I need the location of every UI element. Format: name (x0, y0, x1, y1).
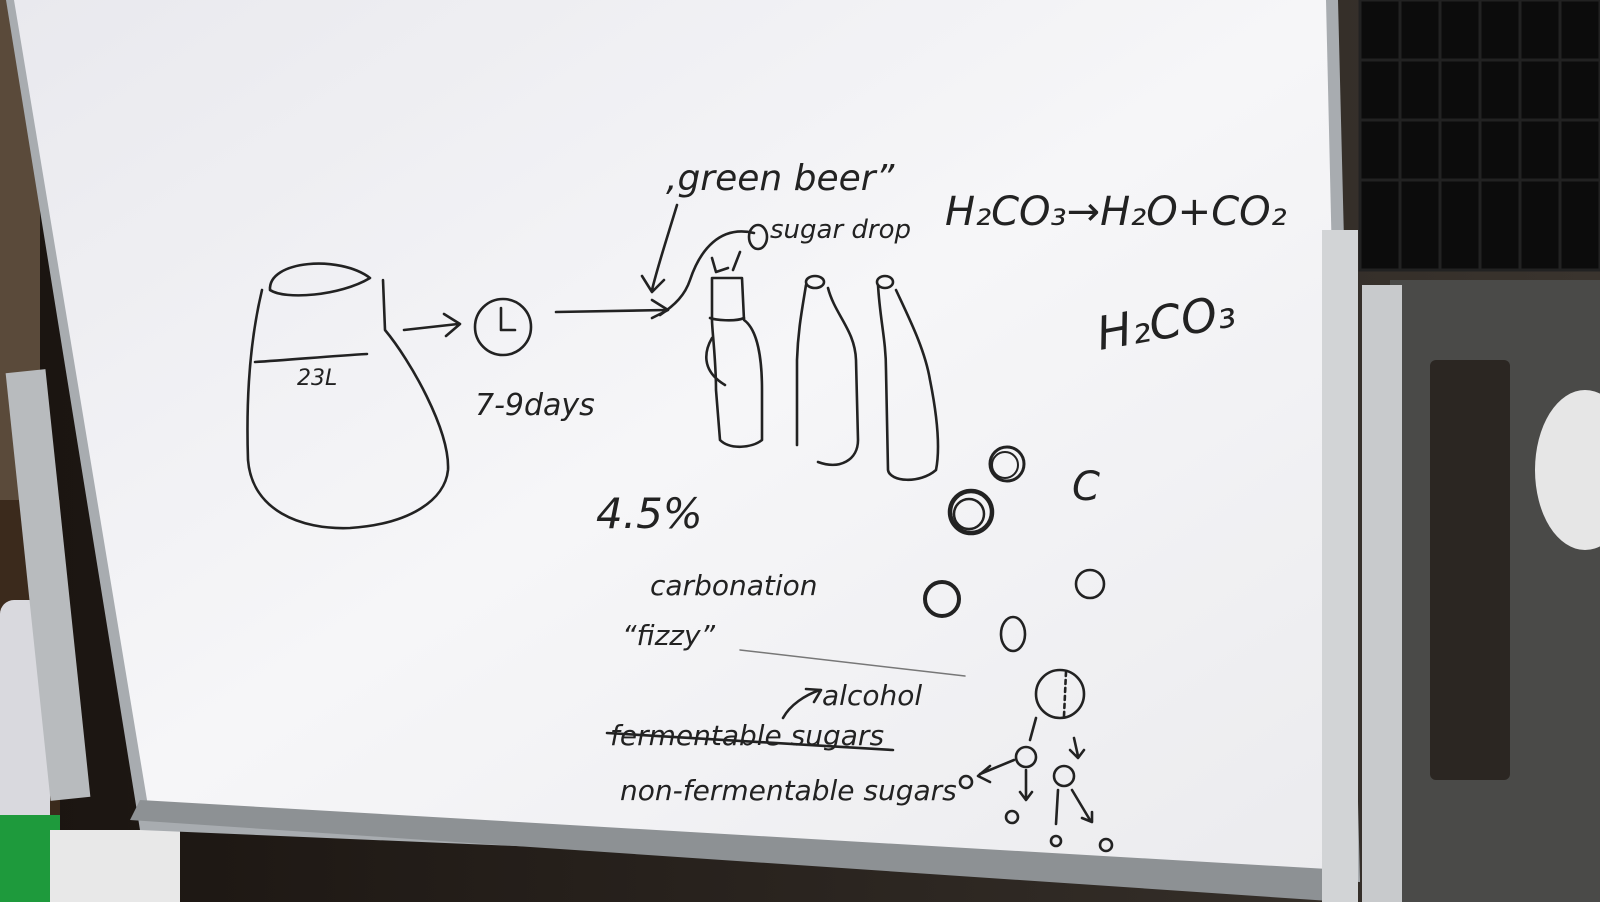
bottle-1-drawing (705, 276, 764, 449)
bottle-2-drawing (795, 274, 860, 467)
fizzy-label: “fizzy” (622, 619, 716, 652)
equation-full: H₂CO₃→H₂O+CO₂ (945, 189, 1287, 235)
board-stand-right-2 (1362, 285, 1402, 902)
strike-through-line (605, 731, 895, 752)
white-box (50, 830, 180, 902)
sugar-drop-label: sugar drop (770, 215, 911, 245)
clock-icon (473, 297, 533, 357)
green-beer-label: ‚green beer” (666, 158, 895, 199)
non-fermentable-sugars-label: non-fermentable sugars (620, 774, 957, 807)
bottle-3-drawing (875, 274, 940, 482)
sugar-drop-arrow (658, 230, 756, 317)
lamp-shade (1535, 390, 1600, 550)
fermenter-volume-label: 23L (297, 366, 337, 391)
board-stand-right (1322, 230, 1358, 902)
arrow-to-timer (402, 312, 462, 338)
divider-line (739, 649, 966, 677)
carbonation-label: carbonation (650, 569, 818, 602)
window-grid (1358, 0, 1600, 272)
timer-duration-label: 7-9days (475, 388, 595, 423)
marker-tray (130, 800, 1345, 902)
alcohol-label: alcohol (822, 679, 922, 712)
abv-label: 4.5% (596, 489, 703, 538)
marker-drawings: 23L 7-9days ‚green beer” sugar drop (246, 158, 1287, 853)
molecule-letter: C (1072, 464, 1100, 510)
sugar-drop-arrow-head (710, 250, 742, 274)
board-stand-left (5, 369, 91, 801)
green-beer-arrow (640, 203, 679, 294)
fermenter-drawing (246, 262, 450, 530)
sugar-drop-icon (747, 223, 769, 251)
alcohol-arrow (781, 687, 823, 720)
bubbles-group (923, 445, 1106, 653)
sugar-breakdown-diagram (958, 668, 1114, 853)
whiteboard-surface (14, 0, 1346, 870)
chair-back (1430, 360, 1510, 780)
